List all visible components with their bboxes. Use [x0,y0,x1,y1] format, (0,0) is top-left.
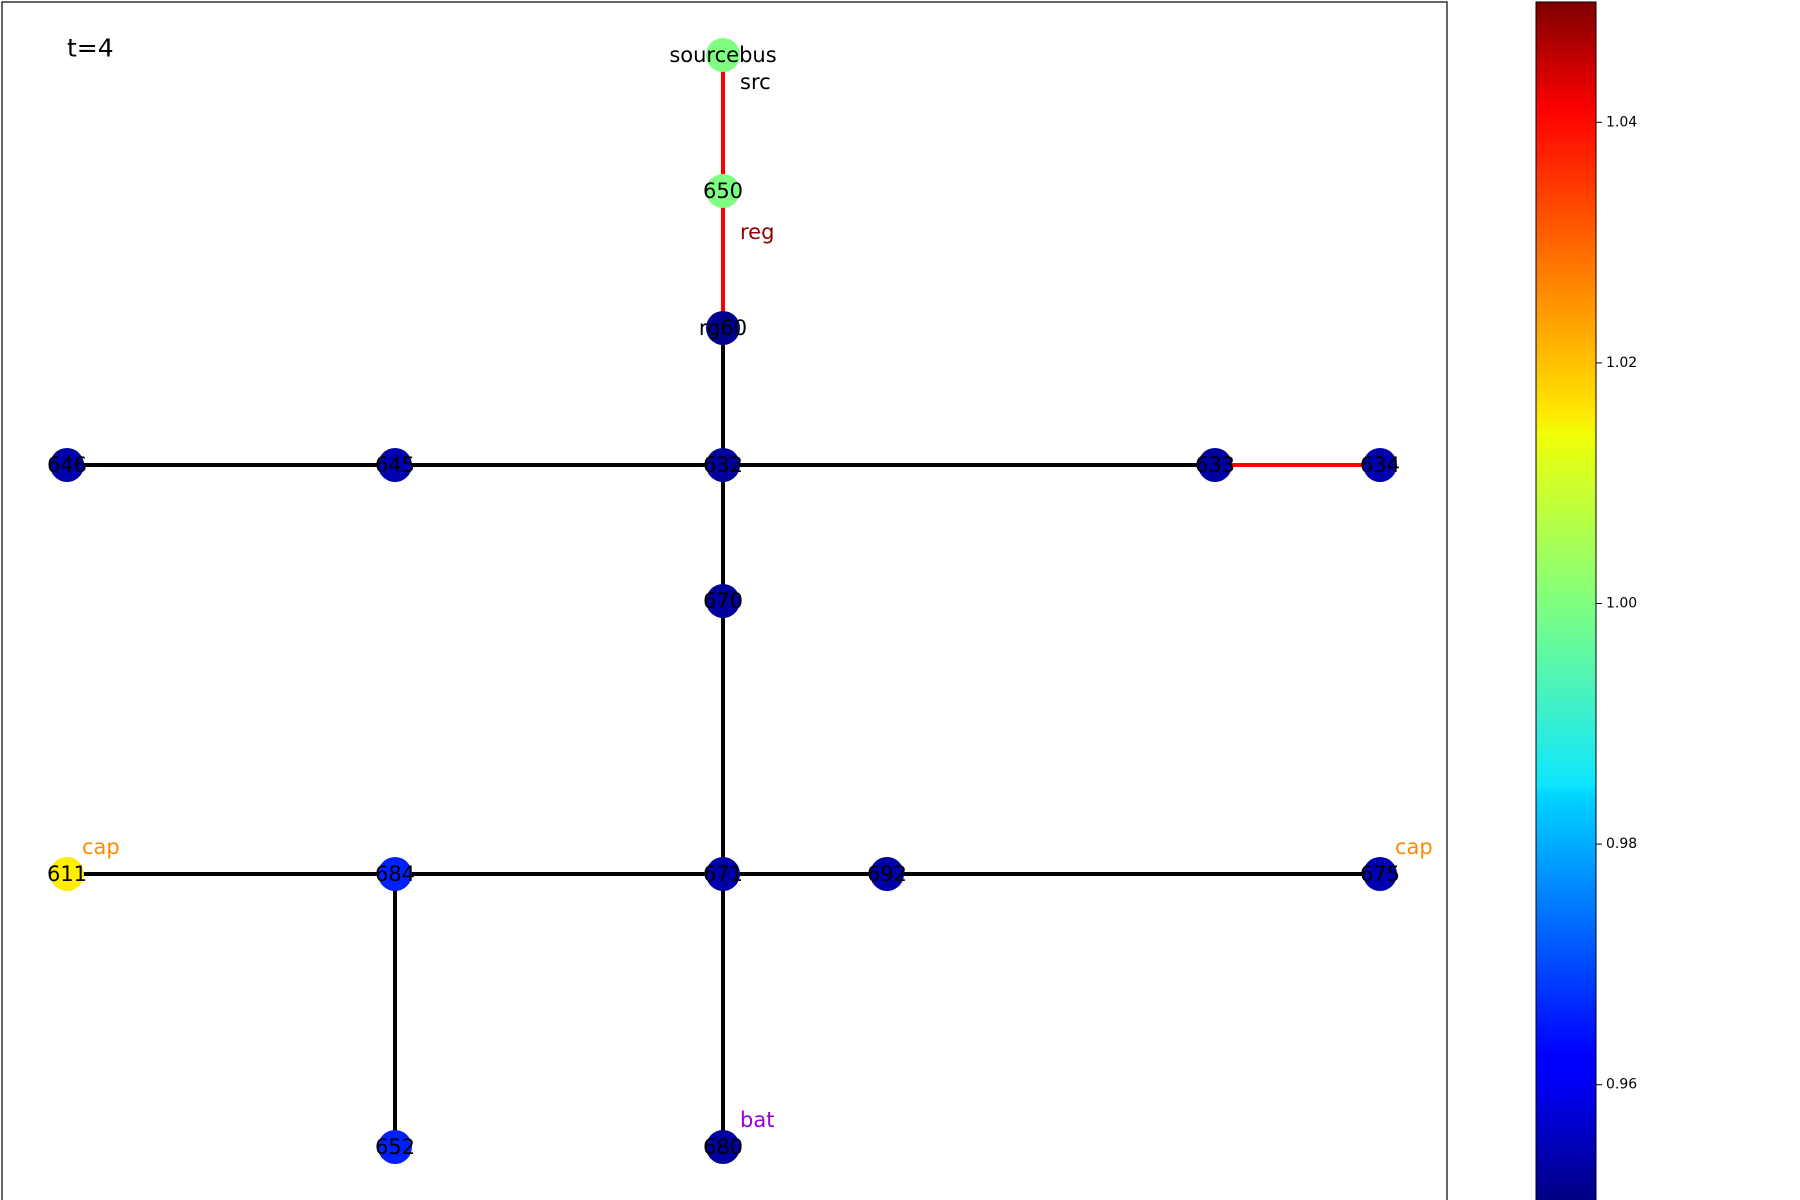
node-label-646: 646 [47,453,87,477]
annotation-src-sourcebus: src [740,70,771,94]
annotation-cap-675: cap [1395,835,1433,859]
node-671 [706,857,740,891]
labels-layer: sourcebus 650 rg60 646 645 632 633 634 670 611 684… [47,43,1400,1159]
node-634 [1363,448,1397,482]
node-650 [706,174,740,208]
node-label-633: 633 [1195,453,1235,477]
plot-frame [1,1,1448,1200]
node-670 [706,584,740,618]
node-label-611: 611 [47,862,87,886]
node-684 [378,857,412,891]
colorbar-tick-label-1.02: 1.02 [1606,355,1637,371]
node-label-675: 675 [1360,862,1400,886]
node-label-684: 684 [375,862,415,886]
node-680 [706,1130,740,1164]
node-rg60 [706,311,740,345]
annotation-cap-611: cap [82,835,120,859]
node-label-rg60: rg60 [699,316,747,340]
annotation-reg-650: reg [740,220,774,244]
node-652 [378,1130,412,1164]
node-label-680: 680 [703,1135,743,1159]
node-label-634: 634 [1360,453,1400,477]
node-label-671: 671 [703,862,743,886]
nodes-layer [50,38,1397,1164]
node-label-652: 652 [375,1135,415,1159]
time-label: t=4 [67,34,114,63]
annotations-layer: src reg cap cap bat [82,70,1433,1132]
node-label-645: 645 [375,453,415,477]
colorbar-tick-label-1.00: 1.00 [1606,596,1637,612]
colorbar-tick-label-0.98: 0.98 [1606,836,1637,852]
node-label-650: 650 [703,179,743,203]
node-633 [1198,448,1232,482]
edges-layer [67,55,1380,1147]
node-632 [706,448,740,482]
colorbar: 0.96 0.98 1.00 1.02 1.04 [1535,1,1637,1200]
node-646 [50,448,84,482]
colorbar-tick-label-0.96: 0.96 [1606,1077,1637,1093]
node-sourcebus [706,38,740,72]
node-645 [378,448,412,482]
colorbar-tick-label-1.04: 1.04 [1606,114,1637,130]
colorbar-gradient [1535,1,1597,1200]
node-692 [870,857,904,891]
node-label-632: 632 [703,453,743,477]
node-label-670: 670 [703,589,743,613]
node-label-692: 692 [867,862,907,886]
node-675 [1363,857,1397,891]
colorbar-ticks: 0.96 0.98 1.00 1.02 1.04 [1596,114,1637,1093]
annotation-bat-680: bat [740,1108,774,1132]
node-611 [50,857,84,891]
node-label-sourcebus: sourcebus [669,43,776,67]
